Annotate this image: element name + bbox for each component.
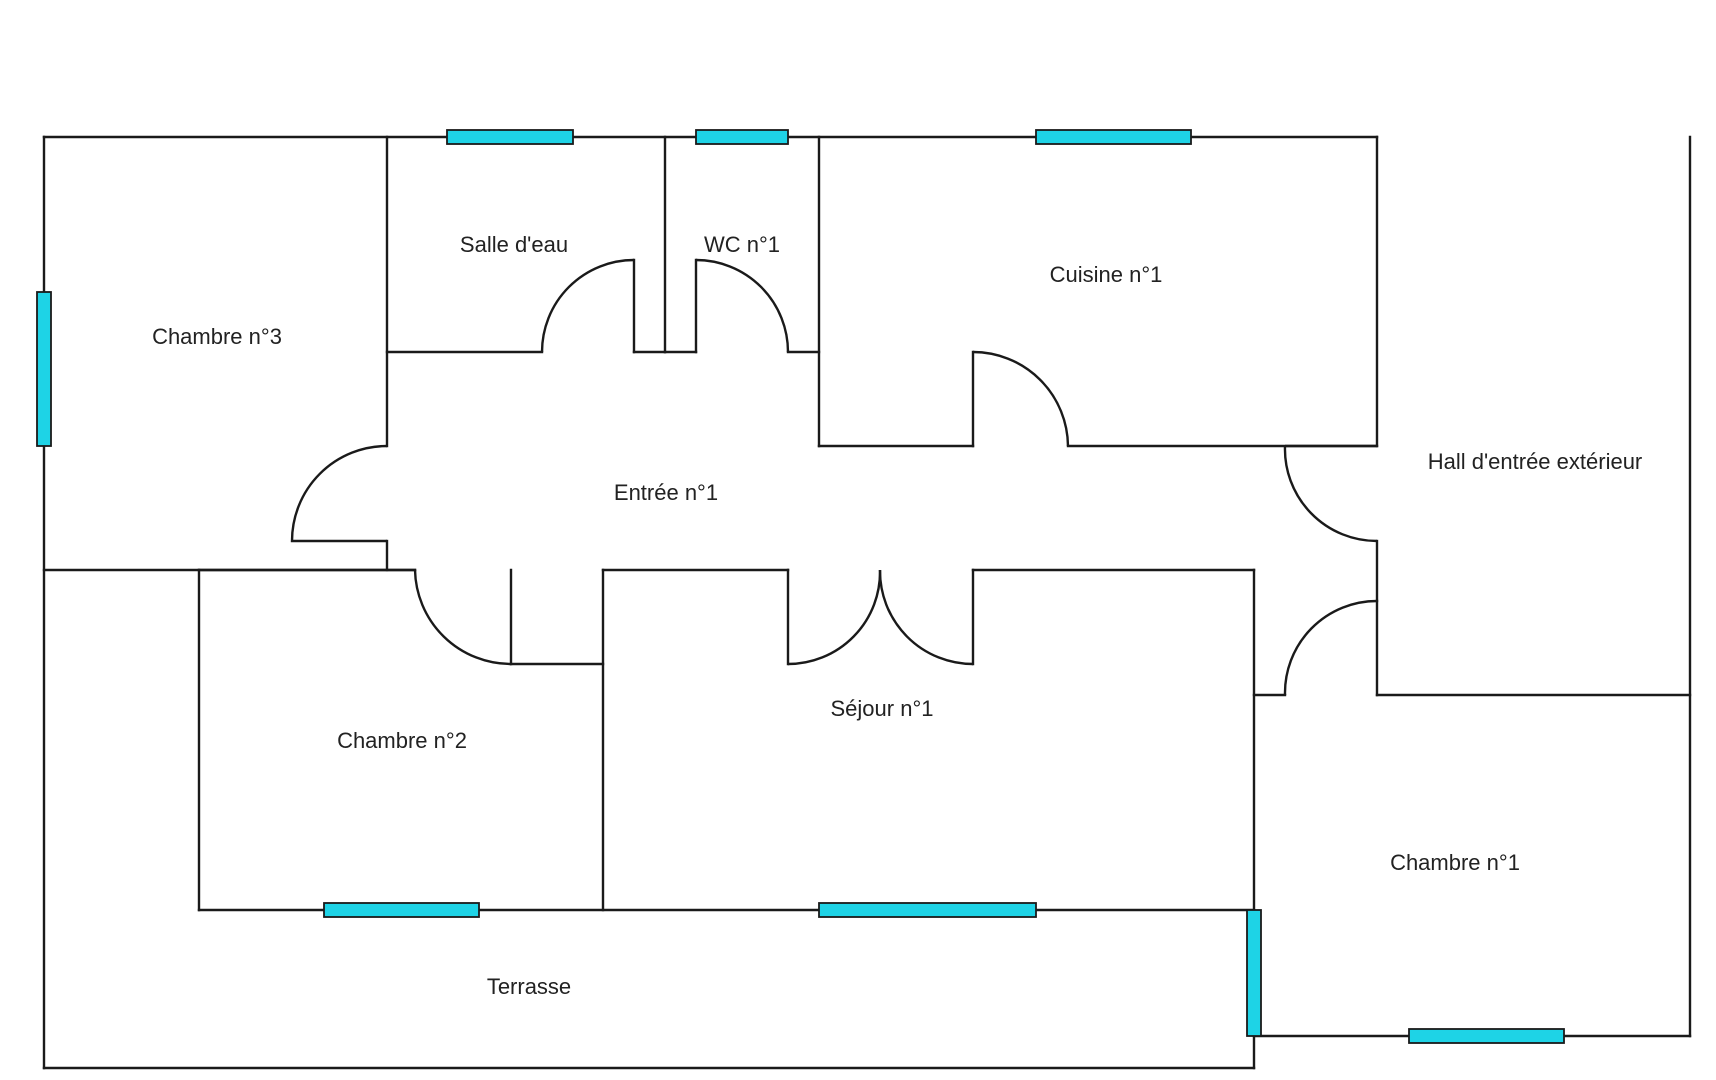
label-chambre1: Chambre n°1	[1390, 850, 1520, 875]
doors	[290, 258, 1378, 696]
door-sejour-right	[878, 569, 974, 666]
door-entree-exterieure	[1283, 445, 1378, 543]
windows	[36, 129, 1565, 1044]
window-chambre2	[323, 902, 480, 918]
window-cuisine	[1035, 129, 1192, 145]
label-chambre2: Chambre n°2	[337, 728, 467, 753]
label-terrasse: Terrasse	[487, 974, 571, 999]
door-salle-eau	[540, 258, 635, 353]
label-salle-eau: Salle d'eau	[460, 232, 568, 257]
window-sejour	[818, 902, 1037, 918]
label-wc1: WC n°1	[704, 232, 780, 257]
label-hall: Hall d'entrée extérieur	[1428, 449, 1643, 474]
door-wc	[695, 258, 790, 353]
label-cuisine1: Cuisine n°1	[1050, 262, 1163, 287]
window-wc	[695, 129, 789, 145]
door-chambre3	[290, 444, 388, 543]
door-chambre2	[413, 569, 512, 666]
window-chambre1	[1408, 1028, 1565, 1044]
door-chambre1	[1283, 599, 1378, 696]
room-labels: Chambre n°3 Salle d'eau WC n°1 Cuisine n…	[152, 232, 1642, 999]
label-entree1: Entrée n°1	[614, 480, 718, 505]
window-salle-eau	[446, 129, 574, 145]
walls	[42, 135, 1692, 1070]
window-chambre3	[36, 291, 52, 447]
door-cuisine	[972, 350, 1070, 447]
window-sejour-side	[1246, 909, 1262, 1037]
door-sejour-left	[787, 569, 882, 666]
label-sejour1: Séjour n°1	[831, 696, 934, 721]
label-chambre3: Chambre n°3	[152, 324, 282, 349]
